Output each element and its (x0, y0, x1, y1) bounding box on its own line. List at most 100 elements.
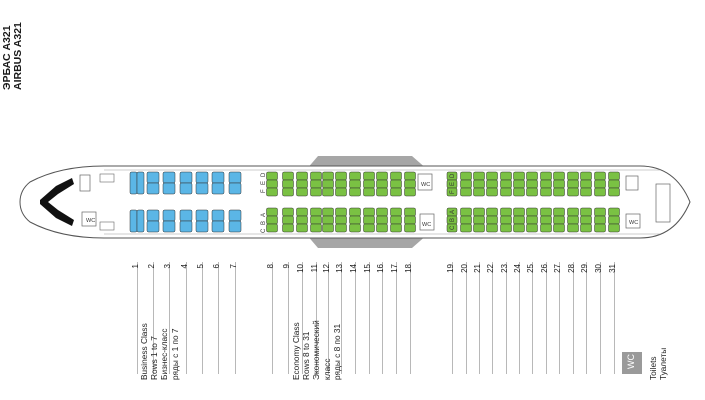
seat-15-E[interactable] (363, 179, 375, 189)
seat-7-A[interactable] (228, 209, 242, 222)
seat-9-F[interactable] (282, 187, 294, 197)
seat-20-D[interactable] (460, 171, 472, 181)
seat-3-A[interactable] (162, 209, 176, 222)
seat-27-D[interactable] (553, 171, 565, 181)
seat-23-D[interactable] (500, 171, 512, 181)
seat-30-F[interactable] (594, 187, 606, 197)
seat-9-B[interactable] (282, 215, 294, 225)
seat-22-D[interactable] (486, 171, 498, 181)
seat-4-D[interactable] (179, 171, 193, 184)
seat-17-D[interactable] (390, 171, 402, 181)
seat-7-D[interactable] (228, 171, 242, 184)
seat-29-F[interactable] (580, 187, 592, 197)
seat-27-E[interactable] (553, 179, 565, 189)
seat-24-B[interactable] (513, 215, 525, 225)
seat-14-C[interactable] (349, 223, 361, 233)
seat-30-D[interactable] (594, 171, 606, 181)
seat-24-D[interactable] (513, 171, 525, 181)
seat-2-D[interactable] (146, 171, 160, 184)
seat-1-A[interactable] (129, 209, 138, 233)
seat-11-B[interactable] (310, 215, 322, 225)
seat-24-A[interactable] (513, 207, 525, 217)
seat-10-B[interactable] (296, 215, 308, 225)
seat-20-C[interactable] (460, 223, 472, 233)
seat-16-D[interactable] (376, 171, 388, 181)
seat-20-A[interactable] (460, 207, 472, 217)
seat-7-F[interactable] (228, 182, 242, 195)
seat-10-A[interactable] (296, 207, 308, 217)
seat-26-C[interactable] (540, 223, 552, 233)
seat-12-A[interactable] (322, 207, 334, 217)
seat-28-F[interactable] (567, 187, 579, 197)
seat-20-F[interactable] (460, 187, 472, 197)
seat-4-C[interactable] (179, 220, 193, 233)
seat-29-E[interactable] (580, 179, 592, 189)
seat-10-E[interactable] (296, 179, 308, 189)
seat-13-F[interactable] (335, 187, 347, 197)
seat-22-B[interactable] (486, 215, 498, 225)
seat-10-F[interactable] (296, 187, 308, 197)
seat-24-F[interactable] (513, 187, 525, 197)
seat-7-C[interactable] (228, 220, 242, 233)
seat-8-F[interactable] (266, 187, 278, 197)
seat-21-B[interactable] (473, 215, 485, 225)
seat-14-B[interactable] (349, 215, 361, 225)
seat-21-D[interactable] (473, 171, 485, 181)
seat-22-E[interactable] (486, 179, 498, 189)
seat-25-C[interactable] (526, 223, 538, 233)
seat-8-E[interactable] (266, 179, 278, 189)
seat-4-F[interactable] (179, 182, 193, 195)
seat-5-D[interactable] (195, 171, 209, 184)
seat-8-A[interactable] (266, 207, 278, 217)
seat-12-F[interactable] (322, 187, 334, 197)
seat-16-E[interactable] (376, 179, 388, 189)
seat-2-A[interactable] (146, 209, 160, 222)
seat-18-C[interactable] (404, 223, 416, 233)
seat-26-B[interactable] (540, 215, 552, 225)
seat-14-E[interactable] (349, 179, 361, 189)
seat-28-A[interactable] (567, 207, 579, 217)
seat-11-C[interactable] (310, 223, 322, 233)
seat-13-A[interactable] (335, 207, 347, 217)
seat-11-D[interactable] (310, 171, 322, 181)
seat-23-A[interactable] (500, 207, 512, 217)
seat-14-F[interactable] (349, 187, 361, 197)
seat-28-D[interactable] (567, 171, 579, 181)
seat-5-C[interactable] (195, 220, 209, 233)
seat-11-E[interactable] (310, 179, 322, 189)
seat-20-B[interactable] (460, 215, 472, 225)
seat-17-C[interactable] (390, 223, 402, 233)
seat-21-C[interactable] (473, 223, 485, 233)
seat-1-F[interactable] (136, 171, 145, 195)
seat-15-B[interactable] (363, 215, 375, 225)
seat-20-E[interactable] (460, 179, 472, 189)
seat-15-D[interactable] (363, 171, 375, 181)
seat-26-F[interactable] (540, 187, 552, 197)
seat-18-B[interactable] (404, 215, 416, 225)
seat-18-F[interactable] (404, 187, 416, 197)
seat-26-A[interactable] (540, 207, 552, 217)
seat-9-A[interactable] (282, 207, 294, 217)
seat-29-C[interactable] (580, 223, 592, 233)
seat-30-C[interactable] (594, 223, 606, 233)
seat-1-D[interactable] (129, 171, 138, 195)
seat-6-F[interactable] (211, 182, 225, 195)
seat-11-F[interactable] (310, 187, 322, 197)
seat-29-B[interactable] (580, 215, 592, 225)
seat-9-E[interactable] (282, 179, 294, 189)
seat-25-B[interactable] (526, 215, 538, 225)
seat-2-F[interactable] (146, 182, 160, 195)
seat-30-A[interactable] (594, 207, 606, 217)
seat-12-C[interactable] (322, 223, 334, 233)
seat-3-C[interactable] (162, 220, 176, 233)
seat-16-C[interactable] (376, 223, 388, 233)
seat-2-C[interactable] (146, 220, 160, 233)
seat-14-D[interactable] (349, 171, 361, 181)
seat-15-A[interactable] (363, 207, 375, 217)
seat-31-E[interactable] (608, 179, 620, 189)
seat-28-E[interactable] (567, 179, 579, 189)
seat-9-D[interactable] (282, 171, 294, 181)
seat-12-B[interactable] (322, 215, 334, 225)
seat-22-A[interactable] (486, 207, 498, 217)
seat-13-D[interactable] (335, 171, 347, 181)
